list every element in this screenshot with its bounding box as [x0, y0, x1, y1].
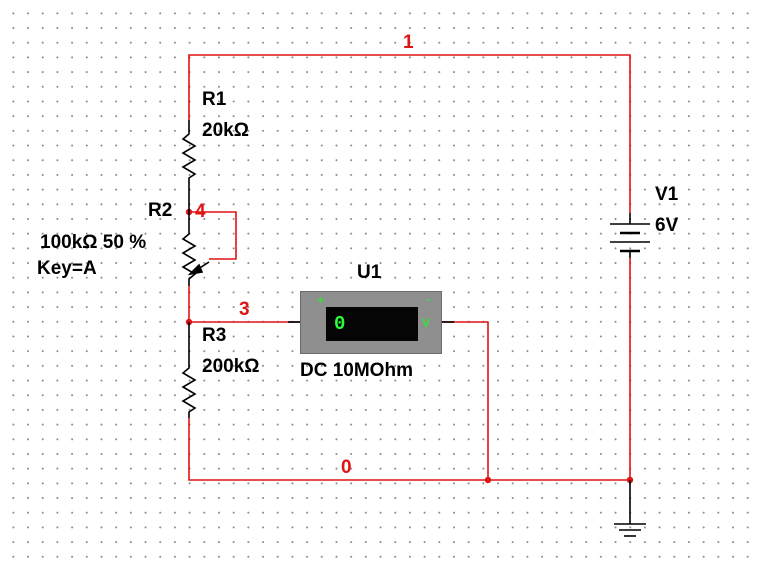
resistor-r3[interactable] [181, 322, 197, 418]
potentiometer-r2[interactable] [181, 212, 210, 286]
r1-ref-label: R1 [202, 89, 227, 110]
battery-v1[interactable] [610, 213, 650, 258]
net-label-0: 0 [341, 457, 352, 478]
wire-net-0[interactable] [188, 418, 630, 481]
meter-unit: V [422, 316, 431, 330]
wires [188, 54, 631, 481]
meter-minus-terminal: - [427, 292, 431, 306]
v1-value-label: 6V [655, 215, 679, 236]
voltmeter-u1[interactable]: + - 0 V [300, 291, 442, 354]
wire-net-4[interactable] [189, 211, 237, 260]
net-label-1: 1 [403, 32, 414, 53]
meter-plus-terminal: + [317, 293, 325, 307]
net-label-3: 3 [239, 299, 250, 320]
wire-meter-negative[interactable] [442, 321, 489, 480]
wire-net-1[interactable] [188, 54, 631, 213]
resistor-r1[interactable] [181, 120, 197, 212]
meter-reading: 0 [334, 313, 346, 335]
components [181, 120, 650, 537]
r1-value-label: 20kΩ [202, 120, 249, 141]
u1-ref-label: U1 [357, 262, 382, 283]
net-label-4: 4 [195, 201, 206, 222]
meter-display: 0 [326, 307, 418, 341]
u1-mode-label: DC 10MOhm [300, 360, 413, 381]
r2-value-label: 100kΩ 50 % [40, 232, 147, 253]
r3-ref-label: R3 [202, 325, 227, 346]
r3-value-label: 200kΩ [202, 356, 260, 377]
r2-ref-label: R2 [148, 200, 173, 221]
v1-ref-label: V1 [655, 184, 679, 205]
r2-key-label: Key=A [37, 258, 97, 279]
junction-dot [484, 476, 492, 484]
ground-symbol[interactable] [614, 480, 646, 537]
